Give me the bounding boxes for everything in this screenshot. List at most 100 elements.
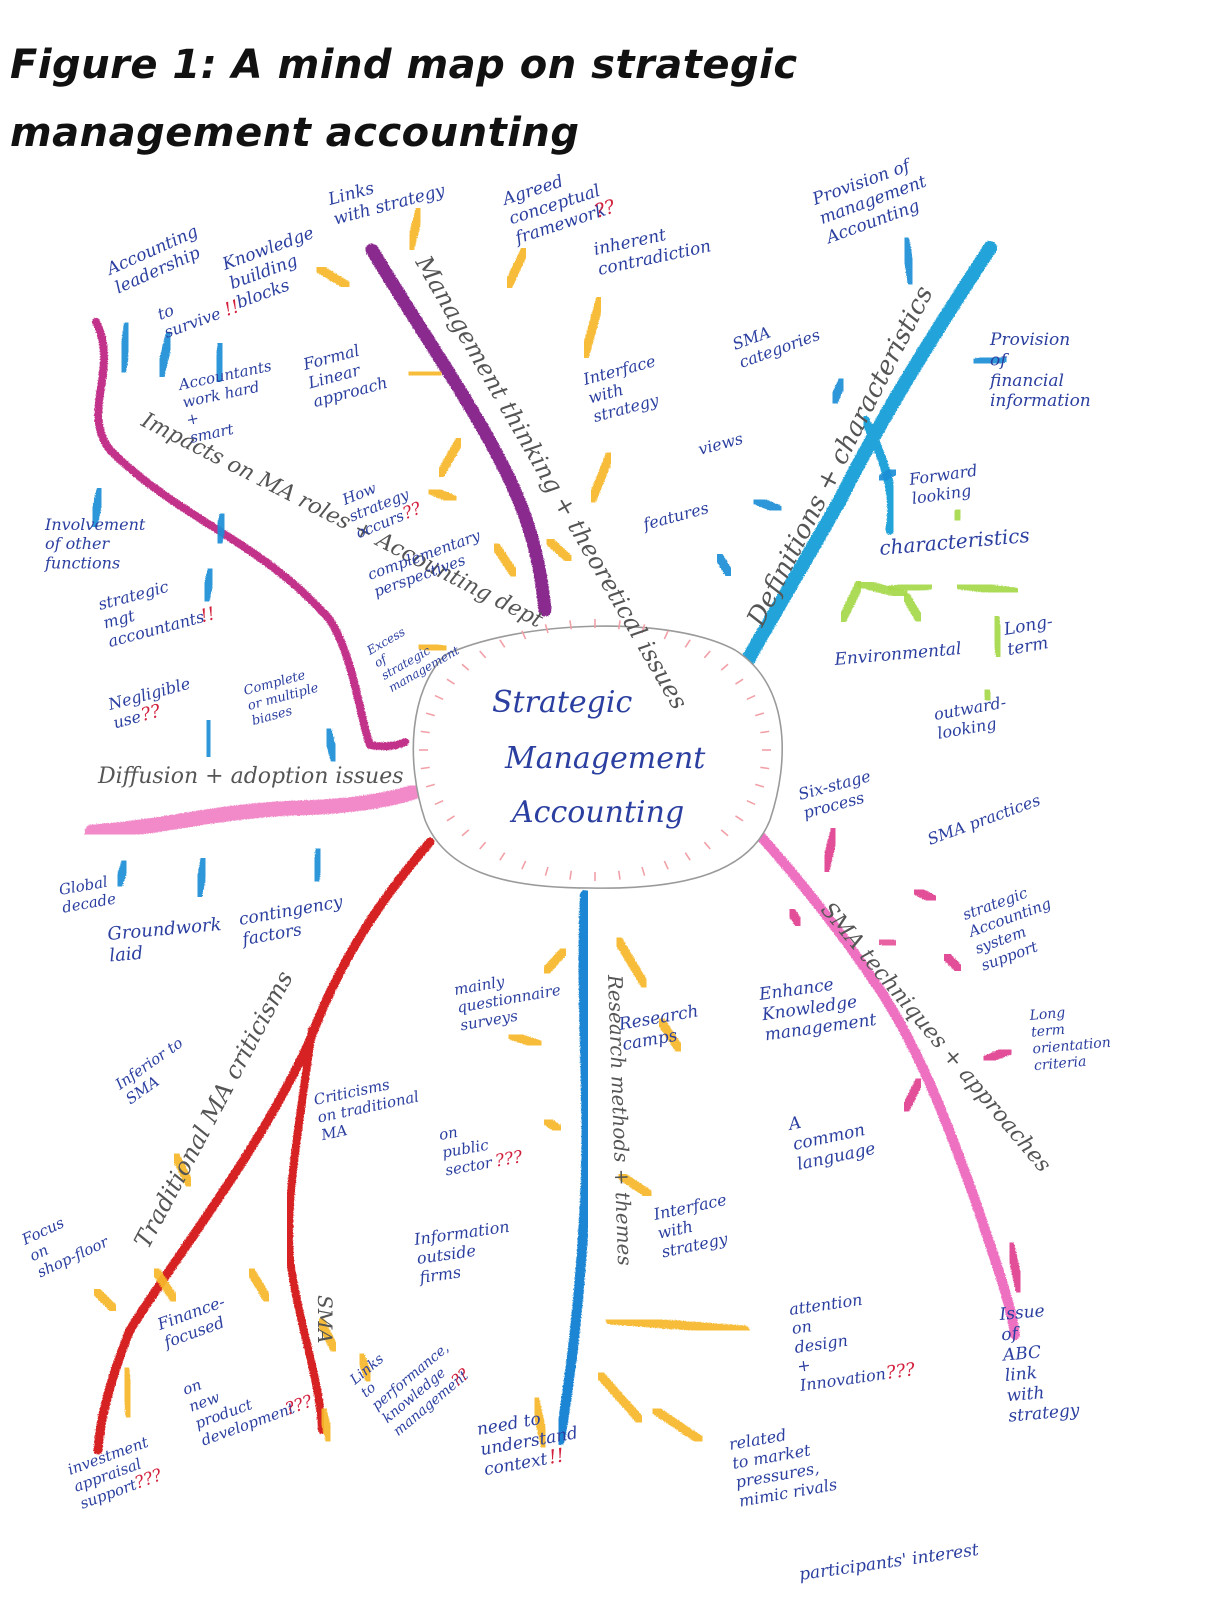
branch-definitions-sub-line [860,415,897,535]
crayon-stroke [155,330,175,380]
center-label-line: Strategic [492,685,632,720]
crayon-stroke [310,845,325,885]
crayon-stroke [503,245,530,291]
center-hatch-mark [735,815,744,822]
center-hatch-mark [617,870,621,880]
center-hatch-mark [544,624,549,634]
note-line: Groundwork [107,914,223,945]
center-hatch-mark [521,860,527,870]
crayon-stroke [317,1405,335,1445]
crayon-stroke [490,540,520,580]
crayon-stroke [315,1315,340,1355]
question-marks: !! [547,1444,566,1468]
crayon-stroke [1005,1240,1025,1295]
crayon-stroke [713,550,735,580]
center-hatch-mark [720,663,729,671]
center-label-line: Management [504,741,706,776]
note-sma-practices: SMA practices [925,790,1043,848]
center-hatch-mark [746,694,756,701]
note-line: on [438,1123,460,1144]
note-long-term: Long-term [1001,612,1054,660]
note-line: orientation [1032,1035,1112,1058]
note-line: Issue [998,1301,1046,1325]
branch-research-line [555,890,592,1445]
crayon-stroke [885,580,935,595]
note-line: participants' interest [798,1540,980,1585]
crayon-stroke [530,1395,550,1450]
crayon-stroke [980,1045,1015,1065]
crayon-stroke [580,295,605,360]
crayon-stroke [785,905,805,930]
crayon-stroke [587,450,615,505]
center-hatch-mark [420,730,430,734]
note-line: information [990,391,1091,411]
crayon-stroke [615,1170,655,1200]
note-line: link [1004,1363,1038,1386]
crayon-stroke [200,565,217,605]
note-line: Long [1028,1005,1066,1024]
crayon-stroke [213,510,229,547]
crayon-stroke [950,505,965,525]
crayon-stroke [875,465,900,485]
note-line: A [785,1113,803,1136]
note-line: Excess [364,625,408,658]
question-marks: !! [198,603,217,627]
crayon-stroke [613,935,650,990]
note-line: + [185,409,201,429]
center-hatch-mark [617,620,621,630]
crayon-stroke [212,340,227,385]
crayon-stroke [595,1370,645,1425]
center-hatch-mark [720,829,729,837]
note-line: laid [108,943,143,967]
center-hatch-mark [703,841,711,850]
crayon-stroke [900,235,917,287]
crayon-stroke [120,1365,135,1420]
crayon-stroke [170,1150,195,1190]
note-line: SMA practices [925,790,1043,848]
crayon-stroke [910,885,940,905]
center-hatch-mark [755,783,765,788]
note-line: to [155,300,177,323]
note-line: on [791,1316,813,1338]
center-hatch-mark [425,783,435,788]
center-hatch-mark [479,650,487,659]
crayon-stroke [193,855,210,900]
figure-title-line-1: Figure 1: A mind map on strategic [10,42,798,88]
branch-diffusion-line [84,780,433,840]
branch-techniques-line [750,825,1020,1340]
crayon-stroke [355,1350,375,1385]
center-hatch-mark [755,712,765,717]
branch-definitions-line [738,241,997,672]
crayon-stroke [88,485,106,530]
crayon-stroke [435,435,465,480]
center-hatch-mark [760,730,770,734]
note-line: characteristics [878,523,1030,560]
note-characteristics: characteristics [878,523,1030,560]
crayon-stroke [425,485,460,505]
center-hatch-mark [461,829,470,837]
note-finance-focused: Finance-focused [154,1292,227,1352]
note-views: views [696,429,745,459]
note-line: with [1006,1383,1045,1406]
crayon-stroke [202,717,215,760]
crayon-stroke [313,263,353,291]
crayon-stroke [750,495,785,515]
crayon-stroke [655,1015,685,1055]
